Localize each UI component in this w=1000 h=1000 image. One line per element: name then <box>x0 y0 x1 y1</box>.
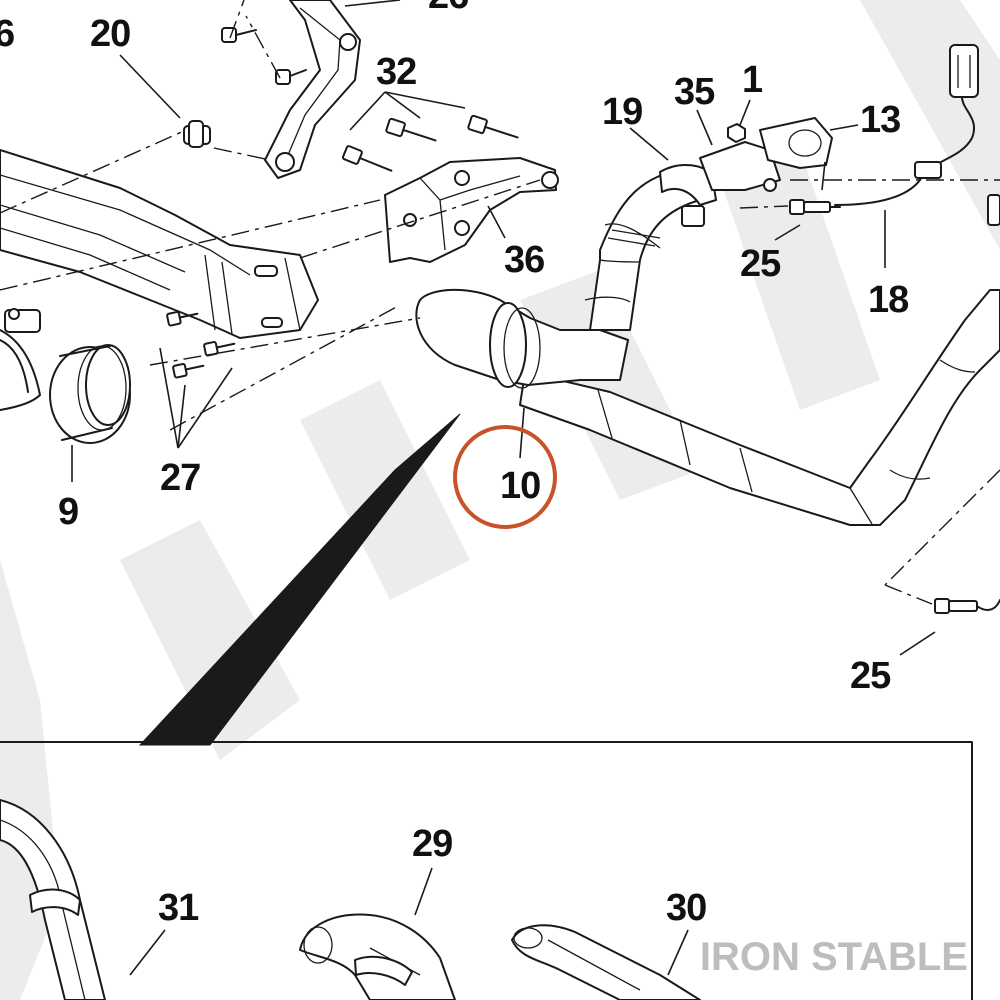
exhaust-pipe-assembly <box>415 117 1000 526</box>
o2-sensor-lower <box>934 598 1000 614</box>
callout-31: 31 <box>158 887 199 929</box>
callout-10: 10 <box>500 465 540 507</box>
o2-sensor-upper <box>789 199 841 215</box>
callout-labels: 6 20 26 32 36 19 35 1 13 25 18 27 9 10 2… <box>0 0 909 929</box>
callout-13: 13 <box>860 99 900 141</box>
callout-32: 32 <box>376 51 416 93</box>
inset-pipe-31 <box>0 799 106 1000</box>
o2-sensor-harness <box>834 44 1000 226</box>
muffler-shield <box>0 149 319 339</box>
brand-logo-text: IRON STABLE <box>700 935 968 979</box>
left-clamp <box>0 308 41 411</box>
callout-29: 29 <box>412 823 452 865</box>
inset-pipe-30 <box>511 924 701 1000</box>
shield-bolts <box>166 311 236 379</box>
callout-35: 35 <box>674 71 715 113</box>
inset-frame <box>0 741 973 1000</box>
inset-pointer-wedge <box>138 413 461 746</box>
callout-25-upper: 25 <box>740 243 781 285</box>
callout-36: 36 <box>504 239 544 281</box>
callout-30: 30 <box>666 887 706 929</box>
callout-6: 6 <box>0 13 14 55</box>
hanger-bracket <box>264 0 361 179</box>
callout-1: 1 <box>742 59 763 101</box>
highlight-circle-10 <box>453 425 557 529</box>
mount-bracket <box>384 157 559 263</box>
centerlines <box>0 0 1000 605</box>
callout-18: 18 <box>868 279 908 321</box>
callout-9: 9 <box>58 491 78 533</box>
callout-20: 20 <box>90 13 130 55</box>
callout-25-lower: 25 <box>850 655 891 697</box>
mount-bolts <box>341 114 519 172</box>
bracket-bolts <box>221 27 307 85</box>
callout-27: 27 <box>160 457 200 499</box>
callout-26: 26 <box>428 0 468 17</box>
leader-lines <box>71 0 936 976</box>
callout-19: 19 <box>602 91 642 133</box>
grommet <box>183 120 211 148</box>
inset-pipe-29 <box>299 913 456 1000</box>
band-clamp-ring <box>49 344 131 444</box>
